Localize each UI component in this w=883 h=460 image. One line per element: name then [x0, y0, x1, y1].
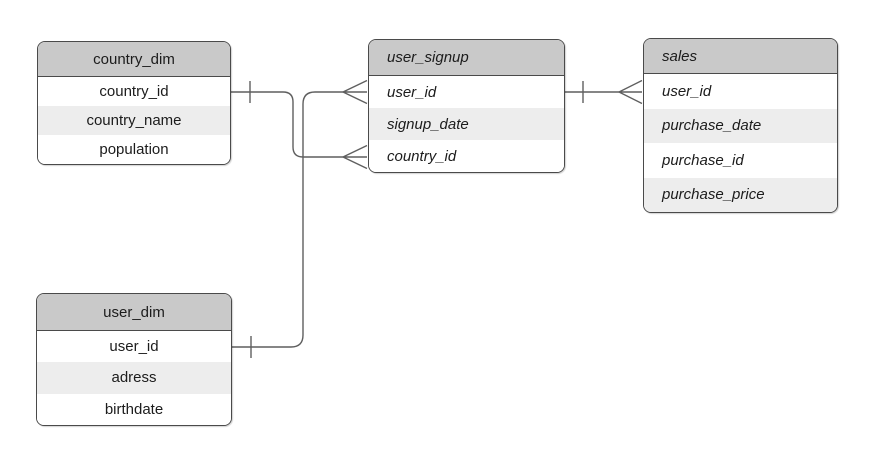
- entity-field[interactable]: user_id: [37, 331, 231, 363]
- crows-foot-icon: [342, 144, 368, 170]
- entity-field[interactable]: country_name: [38, 106, 230, 135]
- relationship-user-signup-to-sales[interactable]: [565, 79, 643, 105]
- entity-title[interactable]: country_dim: [38, 42, 230, 77]
- entity-field[interactable]: user_id: [644, 74, 837, 109]
- entity-field[interactable]: birthdate: [37, 393, 231, 425]
- entity-field[interactable]: population: [38, 135, 230, 164]
- relationship-country-dim-to-user-signup[interactable]: [231, 81, 368, 170]
- entity-field[interactable]: signup_date: [369, 108, 564, 140]
- entity-field[interactable]: country_id: [369, 140, 564, 172]
- entity-field[interactable]: adress: [37, 362, 231, 394]
- entity-sales[interactable]: sales user_id purchase_date purchase_id …: [643, 38, 838, 213]
- entity-title[interactable]: sales: [644, 39, 837, 74]
- entity-field[interactable]: purchase_id: [644, 143, 837, 178]
- entity-field[interactable]: purchase_price: [644, 177, 837, 212]
- entity-country-dim[interactable]: country_dim country_id country_name popu…: [37, 41, 231, 165]
- crows-foot-icon: [618, 79, 643, 105]
- relationship-user-dim-to-user-signup[interactable]: [232, 79, 368, 359]
- crows-foot-icon: [342, 79, 368, 105]
- entity-title[interactable]: user_signup: [369, 40, 564, 76]
- entity-user-dim[interactable]: user_dim user_id adress birthdate: [36, 293, 232, 426]
- entity-user-signup[interactable]: user_signup user_id signup_date country_…: [368, 39, 565, 173]
- entity-field[interactable]: user_id: [369, 76, 564, 108]
- entity-title[interactable]: user_dim: [37, 294, 231, 331]
- entity-field[interactable]: country_id: [38, 77, 230, 106]
- entity-field[interactable]: purchase_date: [644, 108, 837, 143]
